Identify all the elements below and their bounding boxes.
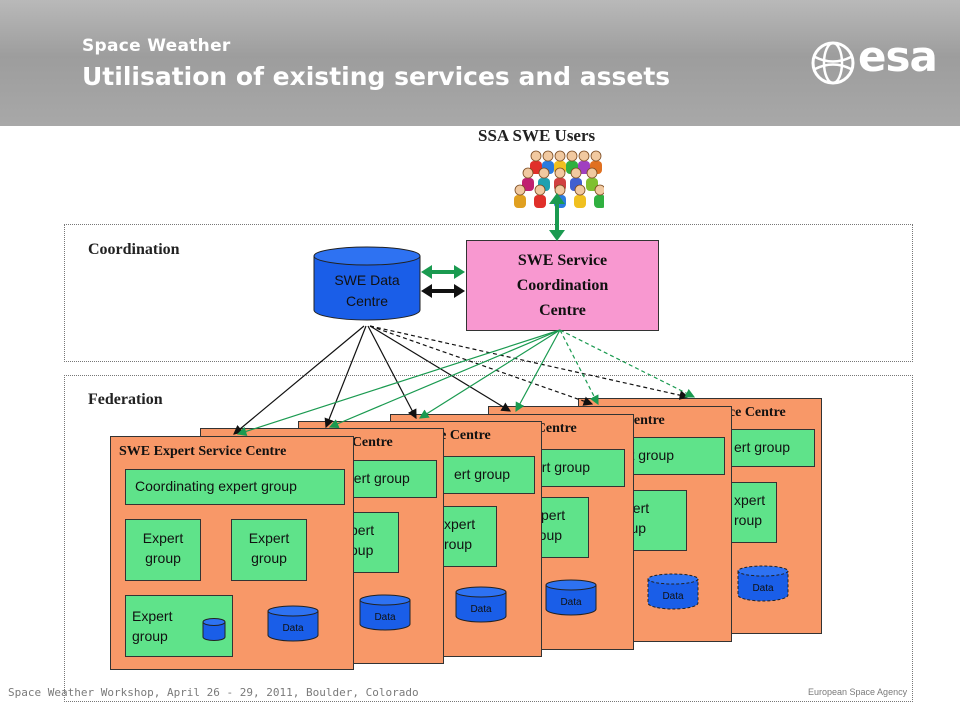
expert-group-2-line2: group [251,550,287,566]
user-figure-head [594,184,604,196]
user-figure-head [554,184,566,196]
svc2-expert-2: roup [444,536,473,552]
user-figure-head [534,184,546,196]
user-figure-head [586,167,598,179]
users-group-icon [514,150,604,208]
coordinating-expert-group: Coordinating expert group [125,469,345,505]
expert-group-3-data-icon [202,618,226,641]
coordinating-expert-text: Coordinating expert group [135,478,297,494]
users-label: SSA SWE Users [478,126,596,145]
user-figure-body [514,195,526,208]
svc5-title: ice Centre [725,405,786,420]
svc2-coord-group: ert group [439,456,535,494]
front-data-label: Data [282,623,304,634]
sscc-line1: SWE Service [517,252,608,269]
svc5-expert-2: roup [734,512,763,528]
user-figure-body [554,195,566,208]
svc5-expert-1: xpert [734,492,766,508]
front-centre-title: SWE Expert Service Centre [119,444,287,459]
expert-group-3-line2: group [132,628,168,644]
user-figure-head [566,150,578,162]
user-figure-head [538,167,550,179]
expert-group-3: Expert group [125,595,233,657]
svc1-data-label: Data [374,612,396,623]
svc1-expert-2: oup [350,542,374,558]
svc2-expert-group: xpert roup [439,506,497,567]
svc1-expert-1: pert [350,522,375,538]
user-figure-head [530,150,542,162]
swe-expert-service-centre: SWE Expert Service Centre Coordinating e… [110,436,354,670]
data-centre-line2: Centre [346,293,388,309]
coordination-label: Coordination [88,241,180,258]
svc4-data-label: Data [662,591,684,602]
svc5-data-label: Data [752,583,774,594]
esa-emblem-icon [811,41,855,85]
federation-label: Federation [88,391,163,408]
svc2-coord-text: ert group [454,466,511,482]
user-figure-body [534,195,546,208]
data-centre-line1: SWE Data [334,272,400,288]
user-figure-head [542,150,554,162]
front-data-store: Data [267,605,319,642]
expert-group-1-line1: Expert [142,530,184,546]
swe-service-coordination-centre: SWE Service Coordination Centre [466,240,659,331]
expert-group-3-line1: Expert [132,608,173,624]
user-figure-head [578,150,590,162]
user-figure-head [554,150,566,162]
esa-logo-text: esa [858,32,938,81]
user-figure-body [574,195,586,208]
user-figure-head [514,184,526,196]
svc2-expert-1: xpert [444,516,476,532]
svc5-expert-group: xpert roup [729,482,777,543]
svc2-data-label: Data [470,604,492,615]
sscc-line2: Coordination [516,277,609,294]
expert-group-2-line1: Expert [248,530,290,546]
svc1-coord-text: pert group [346,470,410,486]
user-figure-head [554,167,566,179]
svc3-data-store: Data [545,579,597,616]
svc1-data-store: Data [359,594,411,631]
svc5-coord-text: ert group [734,439,791,455]
user-figure-head [574,184,586,196]
header-banner: Space Weather Utilisation of existing se… [0,0,960,126]
footer-agency: European Space Agency [808,687,908,697]
swe-data-centre: SWE Data Centre [313,246,421,321]
expert-group-2: Expert group [231,519,307,581]
esa-logo: esa [810,32,940,86]
expert-group-1-line2: group [145,550,181,566]
user-figure-body [578,161,590,174]
slide-title: Utilisation of existing services and ass… [82,62,671,91]
svc2-data-store: Data [455,586,507,623]
user-figure-body [522,178,534,191]
user-figure-body [530,161,542,174]
user-figure-body [586,178,598,191]
user-figure-head [522,167,534,179]
sscc-line3: Centre [539,302,586,319]
user-figure-body [594,195,604,208]
svc3-coord-text: ert group [534,459,591,475]
footer-event: Space Weather Workshop, April 26 - 29, 2… [8,686,419,699]
user-figure-head [590,150,602,162]
svc5-data-store: Data [737,565,789,602]
svc5-coord-group: ert group [729,429,815,467]
expert-group-1: Expert group [125,519,201,581]
user-figure-head [570,167,582,179]
svc4-data-store: Data [647,573,699,610]
slide-subtitle: Space Weather [82,36,231,56]
svc3-data-label: Data [560,597,582,608]
